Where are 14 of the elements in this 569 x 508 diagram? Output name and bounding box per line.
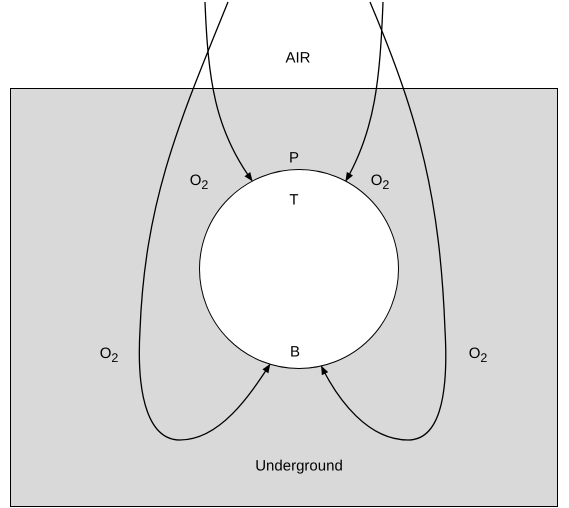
bottom-point-label: B <box>290 344 300 360</box>
oxygen-label: O$_{2}$ <box>370 172 390 192</box>
oxygen-label: O$_{2}$ <box>190 172 208 192</box>
ground-area <box>10 88 558 507</box>
arrow <box>345 2 384 182</box>
ground-label: Underground <box>255 458 343 474</box>
oxygen-label: O$_{2}$ <box>100 346 118 364</box>
air-label: AIR <box>286 50 310 66</box>
point-label: P <box>289 150 299 166</box>
arrow <box>204 2 253 182</box>
arrow <box>320 2 446 441</box>
top-point-label: T <box>289 192 299 208</box>
arrow <box>138 2 270 441</box>
oxygen-label: O$_{2}$ <box>468 346 488 364</box>
